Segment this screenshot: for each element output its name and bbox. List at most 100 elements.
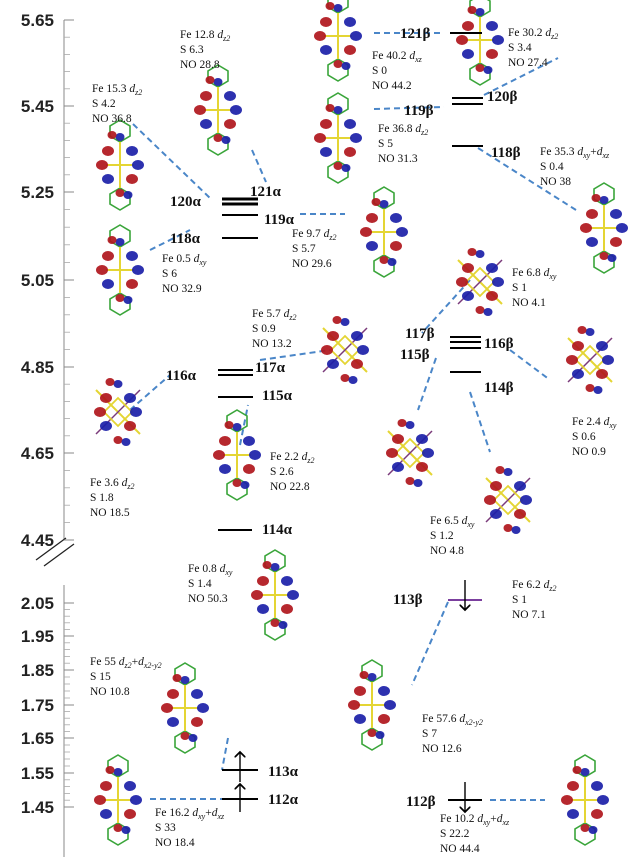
tick-label-upper-3: 5.05	[21, 271, 54, 290]
fe-contribution: Fe 57.6 dx2-y2	[422, 713, 483, 727]
no-contribution: NO 4.1	[512, 297, 546, 309]
orbital-image-119b	[314, 92, 362, 184]
orbital-image-115a	[213, 409, 261, 501]
composition-c113b: Fe 57.6 dx2-y2S 7NO 12.6	[422, 713, 483, 755]
connector-120a	[132, 123, 213, 201]
tick-label-upper-2: 5.25	[21, 183, 54, 202]
level-label-114b: 114β	[484, 380, 514, 396]
fe-contribution: Fe 6.8 dxy	[512, 267, 557, 281]
s-contribution: S 15	[90, 671, 111, 683]
orbital-image-121b	[314, 0, 362, 82]
level-label-117a: 117α	[255, 360, 286, 376]
orbital-image-118a	[96, 224, 144, 316]
no-contribution: NO 22.8	[270, 481, 310, 493]
fe-contribution: Fe 30.2 dz2	[508, 27, 558, 41]
tick-label-upper-4: 4.85	[21, 358, 54, 377]
s-contribution: S 6.3	[180, 44, 204, 56]
s-contribution: S 1.8	[90, 492, 114, 504]
s-contribution: S 1.2	[430, 530, 454, 542]
no-contribution: NO 29.6	[292, 258, 332, 270]
level-label-118b: 118β	[491, 145, 521, 161]
fe-contribution: Fe 15.3 dz2	[92, 83, 142, 97]
no-contribution: NO 31.3	[378, 153, 418, 165]
fe-contribution: Fe 2.2 dz2	[270, 451, 315, 465]
fe-contribution: Fe 10.2 dxy+dxz	[440, 813, 510, 827]
electron-arrows	[240, 580, 465, 812]
level-label-119b: 119β	[404, 103, 434, 119]
level-label-119a: 119α	[264, 212, 295, 228]
tick-label-lower-3: 1.75	[21, 696, 54, 715]
no-contribution: NO 28.8	[180, 59, 220, 71]
orbital-images	[94, 0, 628, 846]
fe-contribution: Fe 36.8 dz2	[378, 123, 428, 137]
no-contribution: NO 36.8	[92, 113, 132, 125]
level-label-121a: 121α	[250, 184, 282, 200]
connector-113b	[411, 601, 449, 686]
connector-117a	[259, 349, 331, 361]
tick-label-upper-5: 4.65	[21, 444, 54, 463]
no-contribution: NO 18.5	[90, 507, 130, 519]
fe-contribution: Fe 9.7 dz2	[292, 228, 337, 242]
connector-117b	[421, 279, 471, 334]
orbital-image-112b	[561, 754, 609, 846]
tick-label-lower-0: 2.05	[21, 594, 54, 613]
fe-contribution: Fe 0.5 dxy	[162, 253, 207, 267]
level-labels: 121β 120β 119β 118β 121α 120α 119α 118α …	[166, 26, 521, 810]
s-contribution: S 2.6	[270, 466, 294, 478]
orbital-image-113b	[348, 659, 396, 751]
level-label-116a: 116α	[166, 368, 197, 384]
tick-label-lower-5: 1.55	[21, 764, 54, 783]
fe-contribution: Fe 2.4 dxy	[572, 416, 617, 430]
energy-axis: 5.655.455.255.054.854.654.452.051.951.85…	[21, 11, 75, 857]
connector-120b	[483, 57, 559, 96]
no-contribution: NO 50.3	[188, 593, 228, 605]
s-contribution: S 6	[162, 268, 177, 280]
no-contribution: NO 44.2	[372, 80, 412, 92]
connector-115a	[239, 404, 249, 446]
level-label-115b: 115β	[400, 347, 430, 363]
fe-contribution: Fe 40.2 dxz	[372, 50, 423, 64]
no-contribution: NO 12.6	[422, 743, 462, 755]
level-label-120a: 120α	[170, 194, 202, 210]
no-contribution: NO 32.9	[162, 283, 202, 295]
s-contribution: S 0.9	[252, 323, 276, 335]
connector-114b	[469, 391, 491, 453]
s-contribution: S 5	[378, 138, 393, 150]
orbital-image-116a	[94, 378, 142, 446]
fe-contribution: Fe 6.2 dz2	[512, 579, 557, 593]
level-label-114a: 114α	[262, 522, 293, 538]
orbital-image-114a	[251, 549, 299, 641]
orbital-image-120a	[96, 119, 144, 211]
orbital-image-112a	[94, 754, 142, 846]
no-contribution: NO 0.9	[572, 446, 606, 458]
level-label-118a: 118α	[170, 231, 201, 247]
orbital-image-121a	[194, 64, 242, 156]
fe-contribution: Fe 0.8 dxy	[188, 563, 233, 577]
level-label-120b: 120β	[487, 89, 518, 105]
no-contribution: NO 7.1	[512, 609, 546, 621]
connector-115b	[417, 357, 437, 411]
s-contribution: S 33	[155, 822, 176, 834]
tick-label-upper-0: 5.65	[21, 11, 54, 30]
connector-118a	[149, 229, 191, 251]
fe-contribution: Fe 5.7 dz2	[252, 308, 297, 322]
tick-label-upper-1: 5.45	[21, 97, 54, 116]
orbital-image-117a	[321, 316, 369, 384]
fe-contribution: Fe 55 dz2+dx2-y2	[90, 656, 162, 670]
tick-label-lower-1: 1.95	[21, 627, 54, 646]
s-contribution: S 0.6	[572, 431, 596, 443]
orbital-image-114b	[484, 466, 532, 534]
